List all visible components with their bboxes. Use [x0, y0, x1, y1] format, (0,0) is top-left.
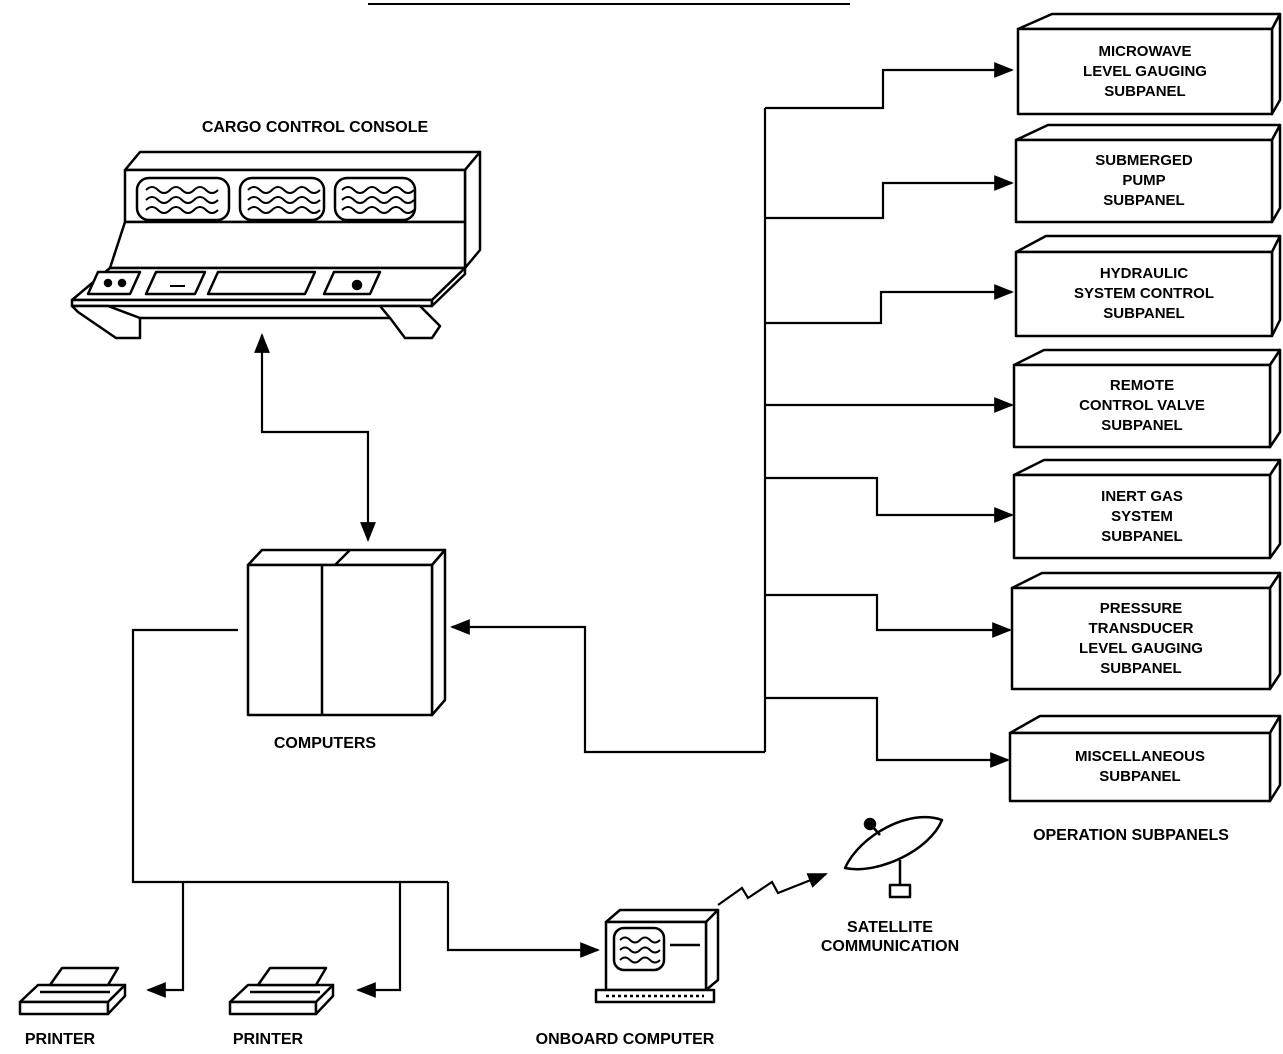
- subpanel-hydraulic-label: HYDRAULIC SYSTEM CONTROL SUBPANEL: [1016, 252, 1272, 336]
- printer-icon-1: [20, 968, 125, 1014]
- computers-label: COMPUTERS: [230, 734, 420, 753]
- satellite-label: SATELLITE COMMUNICATION: [790, 918, 990, 956]
- subpanel-text-line: HYDRAULIC: [1100, 264, 1188, 284]
- subpanel-remote-control-valve-label: REMOTE CONTROL VALVE SUBPANEL: [1014, 365, 1270, 447]
- subpanel-text-line: SUBMERGED: [1095, 151, 1193, 171]
- subpanel-text-line: SYSTEM: [1111, 507, 1173, 527]
- subpanel-pressure-transducer-label: PRESSURE TRANSDUCER LEVEL GAUGING SUBPAN…: [1012, 588, 1270, 689]
- subpanel-inert-gas-label: INERT GAS SYSTEM SUBPANEL: [1014, 475, 1270, 558]
- onboard-computer-icon: [596, 910, 718, 1002]
- subpanel-text-line: SUBPANEL: [1101, 527, 1182, 547]
- subpanel-text-line: SUBPANEL: [1104, 82, 1185, 102]
- onboard-computer-label: ONBOARD COMPUTER: [500, 1030, 750, 1049]
- subpanel-text-line: SUBPANEL: [1103, 304, 1184, 324]
- computers-icon: [248, 550, 445, 715]
- printer-label-2: PRINTER: [218, 1030, 318, 1049]
- subpanel-text-line: REMOTE: [1110, 376, 1174, 396]
- console-label: CARGO CONTROL CONSOLE: [150, 118, 480, 137]
- subpanel-text-line: LEVEL GAUGING: [1083, 62, 1207, 82]
- subpanel-text-line: SUBPANEL: [1100, 659, 1181, 679]
- subpanel-microwave-label: MICROWAVE LEVEL GAUGING SUBPANEL: [1018, 29, 1272, 114]
- subpanel-text-line: CONTROL VALVE: [1079, 396, 1205, 416]
- satellite-label-line2: COMMUNICATION: [790, 937, 990, 956]
- subpanel-text-line: SUBPANEL: [1103, 191, 1184, 211]
- satellite-label-line1: SATELLITE: [790, 918, 990, 937]
- subpanel-text-line: MISCELLANEOUS: [1075, 747, 1205, 767]
- subpanel-text-line: SUBPANEL: [1101, 416, 1182, 436]
- subpanel-miscellaneous-label: MISCELLANEOUS SUBPANEL: [1010, 733, 1270, 801]
- satellite-dish-icon: [845, 817, 942, 897]
- subpanel-text-line: SYSTEM CONTROL: [1074, 284, 1214, 304]
- printer-label-1: PRINTER: [10, 1030, 110, 1049]
- operation-subpanels-label: OPERATION SUBPANELS: [995, 826, 1267, 845]
- subpanel-text-line: LEVEL GAUGING: [1079, 639, 1203, 659]
- subpanel-submerged-pump-label: SUBMERGED PUMP SUBPANEL: [1016, 140, 1272, 222]
- subpanel-text-line: PRESSURE: [1100, 599, 1183, 619]
- subpanel-text-line: TRANSDUCER: [1089, 619, 1194, 639]
- subpanel-text-line: INERT GAS: [1101, 487, 1183, 507]
- subpanel-text-line: PUMP: [1122, 171, 1165, 191]
- subpanel-text-line: SUBPANEL: [1099, 767, 1180, 787]
- subpanel-text-line: MICROWAVE: [1098, 42, 1191, 62]
- printer-icon-2: [230, 968, 333, 1014]
- cargo-control-console-icon: [72, 152, 480, 338]
